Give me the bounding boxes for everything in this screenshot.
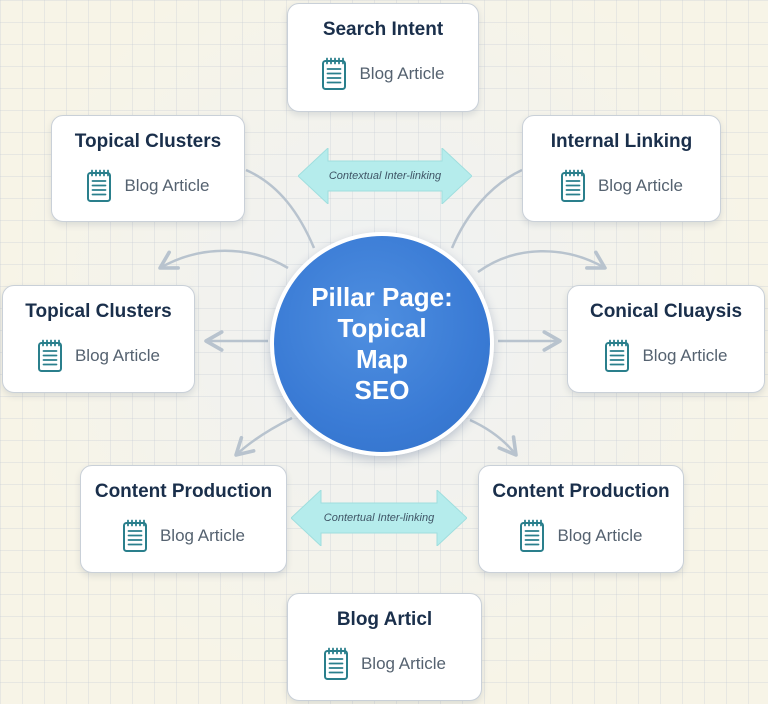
contextual-inter-linking-arrow-top: Contextual Inter-linking — [298, 148, 472, 204]
card-title: Topical Clusters — [25, 301, 172, 322]
card-subtitle: Blog Article — [74, 346, 161, 365]
notepad-icon — [86, 169, 112, 203]
card-subtitle: Blog Article — [557, 526, 643, 545]
arrow-lower-right — [469, 418, 518, 457]
notepad-icon — [37, 339, 63, 373]
pillar-page-node: Pillar Page: Topical Map SEO — [270, 232, 494, 456]
pillar-title-line: SEO — [354, 375, 410, 405]
card-subtitle: Blog Article — [359, 64, 445, 83]
notepad-icon — [604, 339, 630, 373]
arrow-upper-right — [477, 250, 607, 274]
pillar-title-line: Pillar Page: — [311, 282, 453, 312]
notepad-icon — [321, 57, 347, 91]
notepad-icon — [323, 647, 349, 681]
card-topical-clusters-left: Topical Clusters Blog Article — [2, 285, 195, 393]
card-title: Search Intent — [322, 19, 444, 40]
arrow-lower-left — [234, 416, 293, 457]
contextual-inter-linking-arrow-bottom: Contertual Inter-linking — [291, 490, 467, 546]
inter-linking-label: Contertual Inter-linking — [323, 512, 435, 524]
connector-to-topical-clusters-top — [245, 168, 316, 249]
card-subtitle: Blog Article — [360, 654, 447, 673]
card-topical-clusters-top: Topical Clusters Blog Article — [51, 115, 245, 222]
card-internal-linking: Internal Linking Blog Article — [522, 115, 721, 222]
card-title: Content Production — [492, 481, 670, 502]
connector-to-internal-linking — [450, 168, 523, 249]
card-title: Internal Linking — [550, 131, 693, 152]
inter-linking-label: Contextual Inter-linking — [328, 170, 442, 182]
notepad-icon — [560, 169, 586, 203]
card-subtitle: Blog Article — [642, 346, 728, 365]
card-subtitle: Blog Article — [159, 526, 246, 545]
card-subtitle: Blog Article — [597, 176, 684, 195]
card-subtitle: Blog Article — [124, 176, 210, 195]
card-content-production-right: Content Production Blog Article — [478, 465, 684, 573]
arrow-upper-left — [158, 249, 289, 270]
notepad-icon — [122, 519, 148, 553]
card-search-intent: Search Intent Blog Article — [287, 3, 479, 112]
card-title: Conical Cluaysis — [589, 301, 743, 322]
pillar-title-line: Map — [356, 344, 408, 374]
card-title: Content Production — [94, 481, 273, 502]
card-conical-cluaysis: Conical Cluaysis Blog Article — [567, 285, 765, 393]
pillar-title-line: Topical — [337, 313, 427, 343]
notepad-icon — [519, 519, 545, 553]
card-blog-articl: Blog Articl Blog Article — [287, 593, 482, 701]
card-content-production-left: Content Production Blog Article — [80, 465, 287, 573]
card-title: Topical Clusters — [74, 131, 222, 152]
card-title: Blog Articl — [336, 609, 433, 630]
